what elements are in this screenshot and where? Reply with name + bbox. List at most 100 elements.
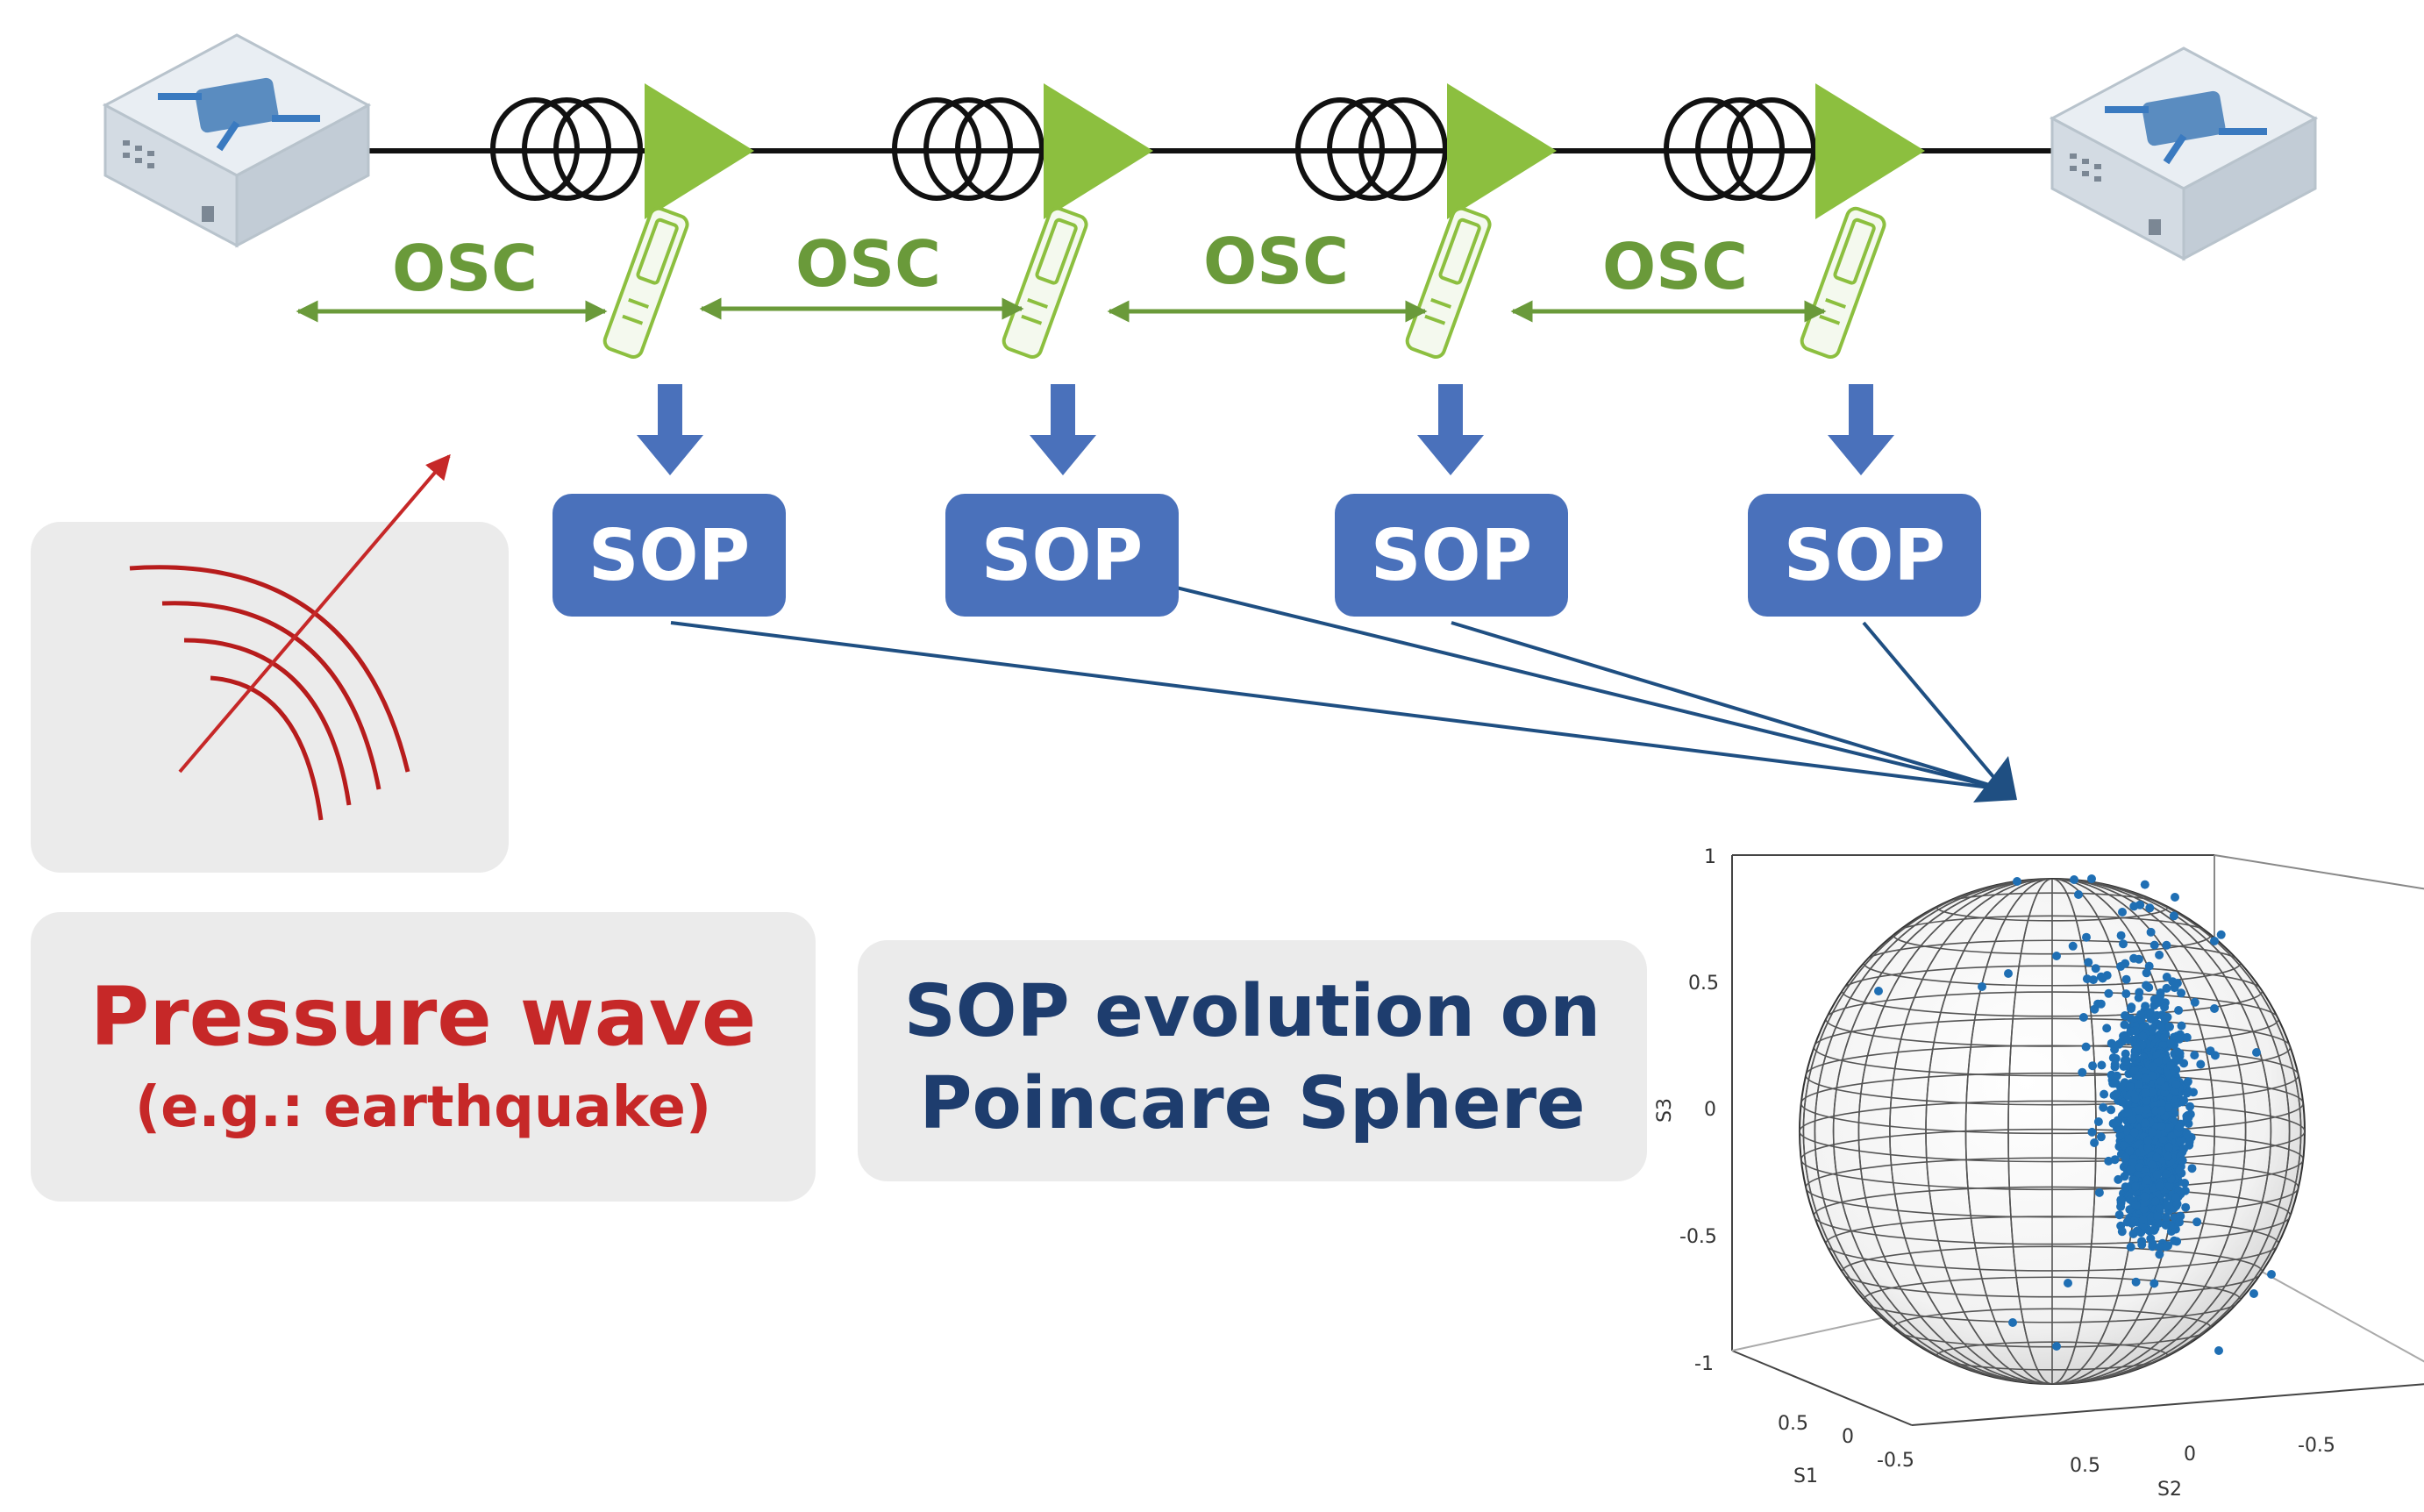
sop-scatter-point [2164, 1142, 2174, 1152]
sop-scatter-point [2172, 1199, 2182, 1209]
osc-label: OSC [1602, 230, 1748, 303]
sop-scatter-point [2152, 1152, 2161, 1162]
sop-scatter-point [2161, 1213, 2171, 1223]
sop-scatter-point [2160, 1088, 2170, 1097]
sop-scatter-point [2121, 1011, 2129, 1020]
sop-scatter-point [2140, 880, 2150, 889]
sop-scatter-point [2176, 1137, 2185, 1146]
sop-scatter-point [2146, 1234, 2156, 1244]
sfp-transceiver-icon [1800, 206, 1886, 359]
sop-scatter-point [2148, 1071, 2157, 1081]
sop-scatter-point [2131, 1095, 2140, 1104]
sop-scatter-point [2172, 1237, 2182, 1246]
sop-scatter-point [2004, 969, 2013, 978]
sfp-transceiver-icon [1002, 206, 1088, 359]
sphere-longitude-line [1857, 879, 2247, 1384]
sop-scatter-point [2181, 1202, 2191, 1212]
sphere-latitude-line [1893, 1308, 2212, 1348]
sop-scatter-point [2140, 1118, 2150, 1128]
sop-scatter-point [2119, 939, 2128, 949]
sop-scatter-point [2107, 1038, 2116, 1048]
sop-scatter-point [2210, 937, 2219, 945]
sop-scatter-point [2082, 974, 2092, 984]
sop-scatter-point [2008, 1318, 2017, 1327]
sop-scatter-point [1978, 982, 1986, 991]
sop-scatter-point [2134, 1080, 2143, 1089]
sop-scatter-point [2165, 1022, 2174, 1031]
sop-scatter-point [2108, 1053, 2118, 1063]
sop-scatter-point [2148, 1242, 2157, 1252]
sphere-longitude-line [1802, 879, 2302, 1384]
sop-scatter-point [2160, 1032, 2169, 1042]
sop-scatter-point [2140, 1192, 2150, 1202]
sop-scatter-point [2157, 1106, 2166, 1116]
sop-evolution-line1: SOP evolution on [903, 970, 1601, 1053]
sop-scatter-point [2185, 1102, 2195, 1111]
sop-scatter-point [2152, 1170, 2162, 1180]
sop-scatter-point [2141, 1002, 2150, 1011]
sphere-longitude-line [1889, 879, 2215, 1384]
sop-scatter-point [2098, 974, 2107, 983]
sop-scatter-point [2141, 1088, 2150, 1098]
sop-scatter-point [2175, 1034, 2185, 1044]
osc-label: OSC [795, 227, 941, 301]
fiber-coil-icon [1295, 97, 1448, 201]
optical-amplifier-triangle-icon [1044, 83, 1153, 219]
sop-scatter-point [2128, 1116, 2137, 1124]
sop-scatter-point [2110, 1059, 2120, 1069]
sop-scatter-point [2013, 877, 2021, 886]
sop-scatter-point [2082, 932, 2091, 942]
sop-scatter-point [2068, 941, 2078, 951]
sop-evolution-line2: Poincare Sphere [919, 1062, 1586, 1145]
sop-scatter-point [2090, 1138, 2100, 1147]
sop-scatter-point [2078, 1013, 2088, 1022]
sop-scatter-point [2162, 1169, 2171, 1179]
sop-scatter-point [2109, 1079, 2119, 1088]
sop-scatter-point [2074, 890, 2083, 899]
sop-scatter-point [2081, 1042, 2091, 1052]
sop-scatter-point [2216, 930, 2226, 939]
sop-box: SOP [553, 494, 786, 617]
sop-scatter-point [2155, 1243, 2164, 1252]
pressure-wave-icon [129, 565, 410, 821]
sop-scatter-point [2143, 1136, 2153, 1145]
sop-scatter-point [2120, 1020, 2129, 1030]
sop-scatter-point [2252, 1048, 2261, 1057]
sphere-latitude-line [1841, 1245, 2264, 1298]
sop-evolution-panel [858, 940, 1647, 1181]
sop-scatter-point [2142, 968, 2151, 978]
sop-scatter-point [2164, 1181, 2174, 1191]
sop-scatter-point [2177, 988, 2186, 998]
sop-scatter-point [2206, 1046, 2215, 1056]
sop-scatter-point [2210, 1004, 2219, 1013]
sop-scatter-point [2116, 1202, 2126, 1211]
sop-scatter-point [2126, 1027, 2135, 1037]
sop-scatter-point [2155, 1181, 2164, 1191]
wave-direction-arrow [178, 453, 451, 774]
sop-scatter-point [2115, 1124, 2125, 1133]
sop-to-sphere-line [670, 621, 2005, 791]
sop-scatter-point [2157, 1076, 2166, 1086]
down-arrow-icon [1828, 384, 1894, 475]
sop-scatter-point [2100, 1089, 2109, 1099]
sop-scatter-point [2087, 1127, 2097, 1137]
sop-scatter-point [2078, 1067, 2087, 1077]
z-tick-label: 1 [1704, 846, 1716, 868]
sop-scatter-point [2174, 1123, 2184, 1132]
sop-scatter-point [2126, 1242, 2135, 1252]
sop-scatter-point [2102, 1023, 2112, 1033]
sop-scatter-point [2146, 927, 2156, 937]
z-tick-label: 0.5 [1688, 973, 1719, 995]
sop-scatter-point [2169, 911, 2178, 921]
sop-scatter-point [2174, 1055, 2184, 1065]
network-switch-icon [2049, 46, 2319, 261]
sop-scatter-point [2192, 1217, 2202, 1227]
sphere-latitude-line [1800, 1100, 2305, 1163]
optical-amplifier-triangle-icon [645, 83, 754, 219]
sop-scatter-point [2104, 988, 2114, 998]
s1-tick-label: -0.5 [1877, 1450, 1914, 1472]
sop-scatter-point [2141, 1073, 2150, 1083]
sop-scatter-point [2190, 997, 2199, 1007]
sphere-arrowhead-icon [1973, 756, 2017, 802]
fiber-coil-icon [892, 97, 1044, 201]
